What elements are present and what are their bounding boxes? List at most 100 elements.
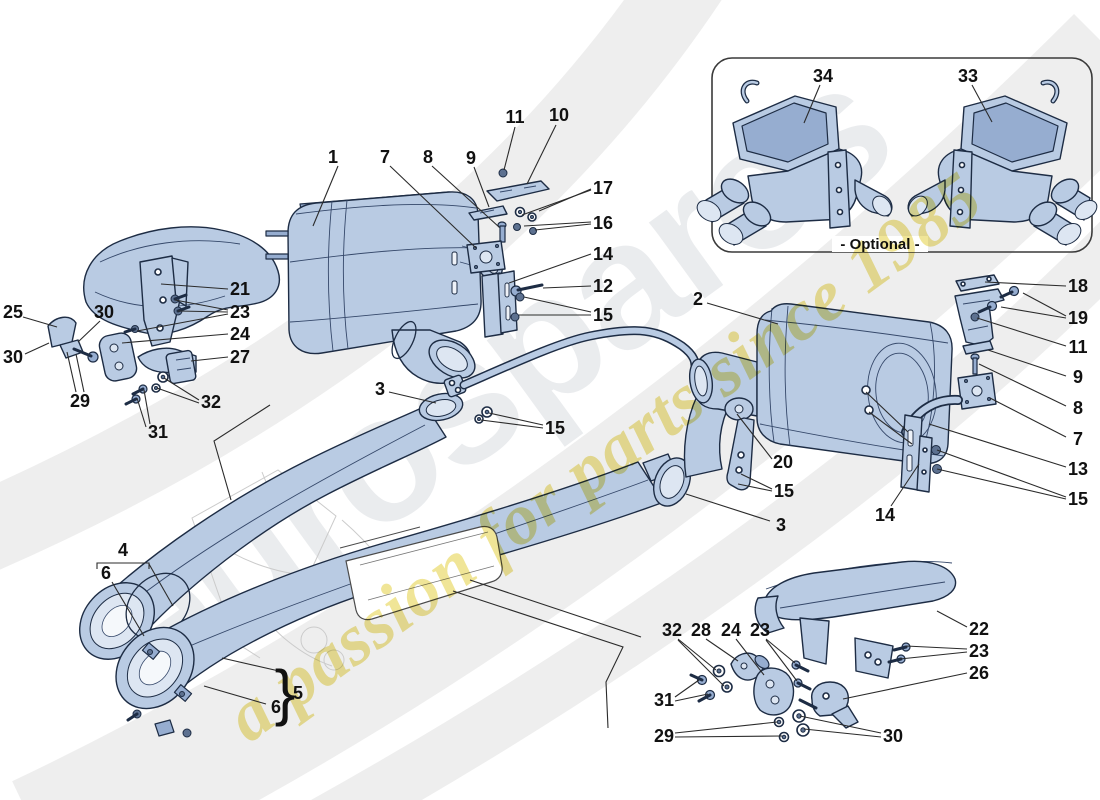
bottom-mount-cluster xyxy=(689,652,859,743)
callout-22: 22 xyxy=(969,619,989,639)
leader-line xyxy=(740,473,773,490)
leader-line xyxy=(136,397,147,428)
callout-32: 32 xyxy=(201,392,221,412)
leader-line xyxy=(799,715,882,734)
left-mount-cluster xyxy=(47,316,197,406)
leader-line xyxy=(1000,306,1067,319)
callout-20: 20 xyxy=(773,452,793,472)
leader-line xyxy=(905,645,968,650)
callout-bracket xyxy=(96,562,150,569)
leader-line xyxy=(735,638,765,676)
leader-line xyxy=(936,449,1067,498)
callout-29: 29 xyxy=(70,391,90,411)
callout-15: 15 xyxy=(1068,489,1088,509)
leader-line xyxy=(431,165,500,228)
callout-34: 34 xyxy=(813,66,833,86)
callout-4: 4 xyxy=(118,540,128,560)
callout-33: 33 xyxy=(958,66,978,86)
callout-24: 24 xyxy=(230,324,250,344)
leader-line xyxy=(677,638,717,671)
leader-line xyxy=(674,693,709,702)
leader-line xyxy=(765,639,798,682)
callout-30: 30 xyxy=(3,347,23,367)
callout-5: 5 xyxy=(293,683,303,703)
leader-line xyxy=(136,313,229,332)
leader-line xyxy=(984,281,1067,287)
leader-line xyxy=(508,253,592,284)
callout-18: 18 xyxy=(1068,276,1088,296)
leader-line xyxy=(312,165,339,227)
callout-14: 14 xyxy=(875,505,895,525)
callout-15: 15 xyxy=(593,305,613,325)
leader-line xyxy=(526,124,557,185)
leader-line xyxy=(1022,292,1067,317)
leader-line xyxy=(480,419,544,429)
leader-line xyxy=(677,639,725,687)
callout-3: 3 xyxy=(375,379,385,399)
callout-30: 30 xyxy=(883,726,903,746)
leader-line xyxy=(674,735,783,738)
leader-line xyxy=(22,316,58,328)
leader-line xyxy=(534,223,592,231)
optional-label: - Optional - xyxy=(840,236,919,253)
callout-23: 23 xyxy=(230,302,250,322)
callout-3: 3 xyxy=(776,515,786,535)
leader-line xyxy=(213,404,271,501)
leader-line xyxy=(523,296,592,313)
callout-12: 12 xyxy=(593,276,613,296)
leader-line xyxy=(221,657,280,672)
callout-31: 31 xyxy=(148,422,168,442)
left-silencer-drawing xyxy=(265,191,503,384)
leader-line xyxy=(75,353,85,393)
callout-9: 9 xyxy=(466,148,476,168)
leader-line xyxy=(488,412,544,426)
leader-line xyxy=(523,221,592,227)
leader-line xyxy=(685,493,771,522)
leader-line xyxy=(705,638,739,662)
callout-9: 9 xyxy=(1073,367,1083,387)
callout-29: 29 xyxy=(654,726,674,746)
leader-line xyxy=(160,283,229,290)
right-silencer-drawing xyxy=(683,303,953,491)
callout-8: 8 xyxy=(1073,398,1083,418)
callout-30: 30 xyxy=(94,302,114,322)
leader-line xyxy=(177,310,229,313)
callout-7: 7 xyxy=(380,147,390,167)
leader-line xyxy=(706,302,779,325)
callout-7: 7 xyxy=(1073,429,1083,449)
callout-23: 23 xyxy=(750,620,770,640)
centre-pipes-drawing xyxy=(79,392,692,738)
bottom-heat-shield-drawing xyxy=(754,560,957,679)
leader-line xyxy=(66,351,77,393)
leader-line xyxy=(803,84,821,124)
callout-6: 6 xyxy=(101,563,111,583)
leader-line xyxy=(521,189,592,216)
callout-32: 32 xyxy=(662,620,682,640)
leader-line xyxy=(388,391,437,404)
leader-line xyxy=(503,126,516,171)
callout-27: 27 xyxy=(230,347,250,367)
leader-line xyxy=(890,463,920,507)
leader-line xyxy=(389,165,477,249)
leader-line xyxy=(542,285,592,289)
top-fastener-cluster xyxy=(466,168,550,338)
callout-11: 11 xyxy=(1068,337,1087,357)
leader-line xyxy=(469,579,642,638)
leader-line xyxy=(77,320,101,343)
callout-23: 23 xyxy=(969,641,989,661)
leader-line xyxy=(989,397,1067,438)
leader-line xyxy=(24,342,50,355)
callout-1: 1 xyxy=(328,147,338,167)
leader-line xyxy=(971,84,993,123)
callout-31: 31 xyxy=(654,690,674,710)
leader-line xyxy=(121,333,229,344)
leader-line xyxy=(842,672,968,700)
callout-11: 11 xyxy=(505,107,524,127)
callout-16: 16 xyxy=(593,213,613,233)
leader-line xyxy=(111,581,145,637)
leader-line xyxy=(976,317,1067,347)
leader-line xyxy=(737,483,773,492)
leader-line xyxy=(473,166,490,208)
optional-silencer-left-drawing xyxy=(696,79,893,246)
